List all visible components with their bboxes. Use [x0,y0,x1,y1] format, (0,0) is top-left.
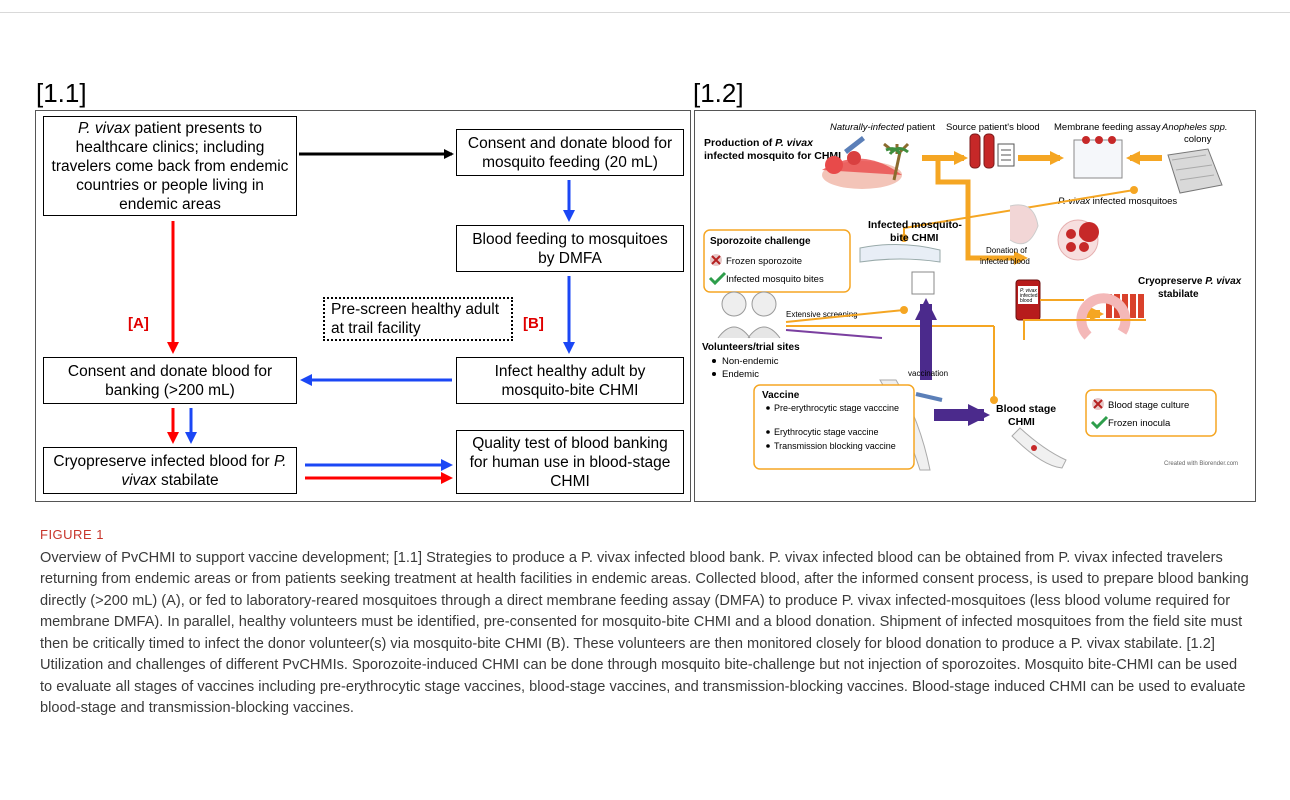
volunteers-title: Volunteers/trial sites [702,342,800,353]
caption-text: Overview of PvCHMI to support vaccine de… [40,549,1249,717]
pv-infected-mosquitoes-label: P. vivax infected mosquitoes [1058,196,1177,207]
patient-illustration [822,136,910,189]
figure-label: FIGURE 1 [40,527,104,542]
naturally-infected-label: Naturally-infected patient [830,122,935,133]
box-quality-test: Quality test of blood banking for human … [456,430,684,494]
box-blood-feeding: Blood feeding to mosquitoes by DMFA [456,225,684,272]
sporozoite-title: Sporozoite challenge [710,236,811,247]
mosquito-cage-icon [1167,148,1223,194]
box-infect-adult: Infect healthy adult by mosquito-bite CH… [456,357,684,404]
left-arrows [167,149,575,484]
vaccine-item-2: Erythrocytic stage vaccine [774,427,879,437]
membrane-assay-label: Membrane feeding assay [1054,122,1161,133]
vaccine-item-3: Transmission blocking vaccine [774,441,896,451]
x-icon-2 [1093,399,1103,409]
cryo-title-2: stabilate [1158,289,1199,300]
blood-tubes-icon [969,133,1015,169]
svg-text:infected: infected [1020,293,1038,299]
arm-blood-icon [1011,427,1067,469]
production-title-2: infected mosquito for CHMI [704,150,841,162]
figure-caption: FIGURE 1 Overview of PvCHMI to support v… [40,524,1250,720]
blood-culture-label: Blood stage culture [1108,400,1189,411]
infected-bite-chmi-title: Infected mosquito- [868,219,962,231]
label-a: [A] [128,315,149,332]
top-rule [0,12,1290,13]
box-consent-bank: Consent and donate blood for banking (>2… [43,357,297,404]
right-schematic: Production of P. vivax infected mosquito… [702,122,1242,471]
blood-stage-chmi-title-2: CHMI [1008,416,1035,428]
donation-label: Donation of [986,246,1028,255]
check-icon-2 [1090,415,1109,430]
x-icon [711,255,721,265]
box-prescreen: Pre-screen healthy adult at trail facili… [323,297,513,341]
blood-stage-chmi-title: Blood stage [996,403,1056,415]
vaccination-label: vaccination [908,369,948,378]
rbc-icon [1009,204,1099,261]
panel-label-right: [1.2] [693,78,744,108]
colony-label: colony [1184,134,1212,145]
infected-bite-chmi-title-2: bite CHMI [890,232,938,244]
membrane-feeder-icon [1073,136,1123,179]
production-title: Production of P. vivax [704,137,814,149]
vaccine-title: Vaccine [762,390,800,401]
frozen-sporozoite-label: Frozen sporozoite [726,256,802,267]
volunteers-item-2: Endemic [722,369,759,380]
svg-text:blood: blood [1020,298,1032,304]
people-icon [717,291,781,339]
infected-bites-label: Infected mosquito bites [726,274,824,285]
arm-cup-icon [859,243,941,295]
vaccine-item-1: Pre-erythrocytic stage vacccine [774,403,899,413]
label-b: [B] [523,315,544,332]
blood-bag-icon: P. vivax infected blood [1015,279,1041,321]
box-patient: P. vivax patient presents to healthcare … [43,116,297,216]
donation-label-2: infected blood [980,257,1030,266]
sporozoite-box [703,229,851,293]
vaccine-box [753,384,915,470]
cycle-icon [1076,293,1131,340]
box-consent-mosquito: Consent and donate blood for mosquito fe… [456,129,684,176]
panel-label-left: [1.1] [36,78,87,108]
source-blood-label: Source patient's blood [946,122,1040,133]
volunteers-item-1: Non-endemic [722,356,779,367]
check-icon [708,271,727,286]
biorender-credit: Created with Biorender.com [1164,461,1238,467]
blood-culture-box [1085,389,1217,437]
box-cryopreserve: Cryopreserve infected blood for P. vivax… [43,447,297,494]
cryo-title: Cryopreserve P. vivax [1138,276,1242,287]
anopheles-label: Anopheles spp. [1161,122,1228,133]
svg-text:P. vivax: P. vivax [1020,288,1037,294]
extensive-screening-label: Extensive screening [786,310,858,319]
frozen-inocula-label: Frozen inocula [1108,418,1171,429]
